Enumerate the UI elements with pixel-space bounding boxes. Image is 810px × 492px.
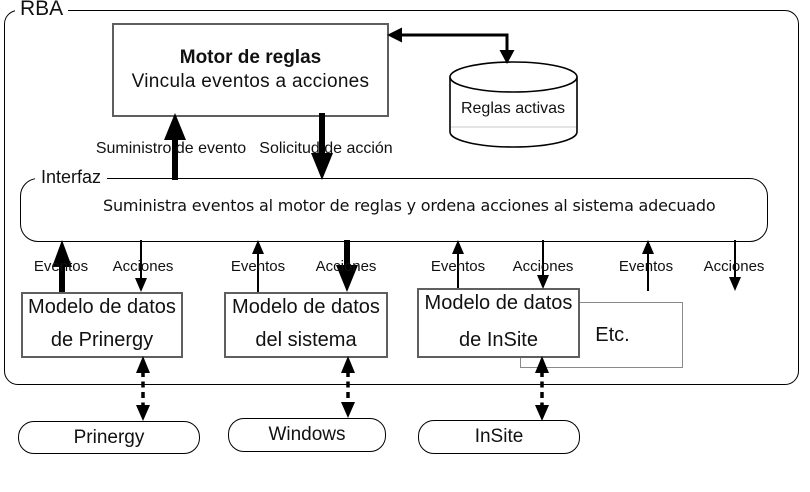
prinergy-data-model-line1: Modelo de datos bbox=[28, 296, 176, 318]
rules-engine-box: Motor de reglas Vincula eventos a accion… bbox=[112, 23, 389, 117]
interface-label: Interfaz bbox=[35, 167, 108, 187]
channel-1-events-label: Eventos bbox=[33, 258, 89, 275]
channel-3-actions-label: Acciones bbox=[512, 258, 574, 275]
rba-container: RBA bbox=[4, 0, 799, 385]
channel-1-actions-label: Acciones bbox=[112, 258, 174, 275]
prinergy-data-model-line2: de Prinergy bbox=[50, 329, 154, 351]
prinergy-system-pill: Prinergy bbox=[18, 421, 200, 454]
etc-label: Etc. bbox=[595, 323, 630, 346]
interface-description: Suministra eventos al motor de reglas y … bbox=[103, 196, 716, 215]
insite-data-model-box: Modelo de datos de InSite bbox=[417, 288, 580, 358]
rules-engine-title: Motor de reglas bbox=[179, 47, 322, 68]
event-supply-label: Suministro de evento bbox=[95, 140, 247, 157]
channel-2-events-label: Eventos bbox=[230, 258, 286, 275]
rba-container-label: RBA bbox=[15, 0, 69, 20]
channel-4-events-label: Eventos bbox=[618, 258, 674, 275]
system-data-model-line1: Modelo de datos bbox=[232, 296, 380, 318]
channel-3-events-label: Eventos bbox=[430, 258, 486, 275]
active-rules-label: Reglas activas bbox=[460, 100, 566, 117]
channel-4-actions-label: Acciones bbox=[703, 258, 765, 275]
insite-data-model-line1: Modelo de datos bbox=[424, 292, 573, 314]
system-data-model-box: Modelo de datos del sistema bbox=[224, 292, 388, 358]
channel-2-actions-label: Acciones bbox=[315, 258, 377, 275]
insite-data-model-line2: de InSite bbox=[459, 329, 538, 351]
prinergy-data-model-box: Modelo de datos de Prinergy bbox=[21, 292, 183, 358]
interface-box: Interfaz bbox=[20, 167, 768, 242]
windows-system-label: Windows bbox=[268, 424, 346, 445]
system-data-model-line2: del sistema bbox=[255, 329, 357, 351]
prinergy-system-label: Prinergy bbox=[73, 426, 145, 448]
insite-system-pill: InSite bbox=[418, 420, 580, 454]
action-request-label: Solicitud de acción bbox=[259, 140, 393, 157]
rules-engine-subtitle: Vincula eventos a acciones bbox=[131, 71, 370, 92]
windows-system-pill: Windows bbox=[228, 418, 386, 452]
insite-system-label: InSite bbox=[474, 426, 524, 447]
